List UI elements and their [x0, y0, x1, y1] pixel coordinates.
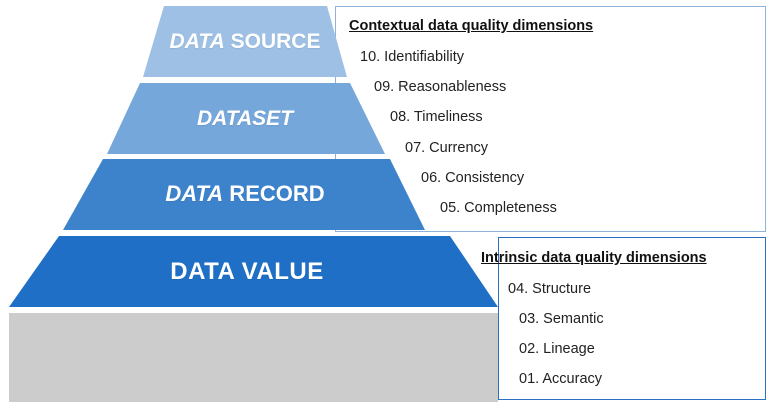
contextual-item: 07. Currency — [405, 140, 489, 156]
tier-dataset — [107, 83, 385, 154]
contextual-heading: Contextual data quality dimensions — [349, 18, 594, 34]
tier-label-rest: SOURCE — [224, 30, 321, 53]
tier-data-record — [63, 159, 425, 230]
tier-label-italic: DATA — [165, 181, 224, 206]
tier-label-rest: DATA VALUE — [170, 258, 324, 285]
tier-data-value — [9, 236, 498, 307]
tier-label-data-record: DATA RECORD — [165, 181, 324, 207]
tier-label-data-source: DATA SOURCE — [170, 30, 321, 54]
intrinsic-item: 04. Structure — [508, 281, 592, 297]
contextual-item: 09. Reasonableness — [374, 79, 507, 95]
contextual-item: 06. Consistency — [421, 170, 525, 186]
tier-label-rest: RECORD — [223, 181, 325, 206]
tier-label-data-value: DATA VALUE — [170, 258, 323, 286]
pyramid-base — [9, 313, 498, 402]
contextual-item: 08. Timeliness — [390, 109, 483, 125]
intrinsic-box — [498, 237, 766, 400]
intrinsic-item: 03. Semantic — [519, 311, 604, 327]
tier-data-source — [143, 6, 347, 77]
contextual-item: 10. Identifiability — [360, 49, 464, 65]
tier-label-italic: DATA — [169, 30, 225, 53]
intrinsic-item: 01. Accuracy — [519, 371, 603, 387]
intrinsic-heading: Intrinsic data quality dimensions — [481, 250, 707, 266]
contextual-item: 05. Completeness — [440, 200, 557, 216]
intrinsic-item: 02. Lineage — [519, 341, 595, 357]
tier-label-italic: DATASET — [196, 107, 294, 130]
tier-label-dataset: DATASET — [197, 107, 293, 131]
